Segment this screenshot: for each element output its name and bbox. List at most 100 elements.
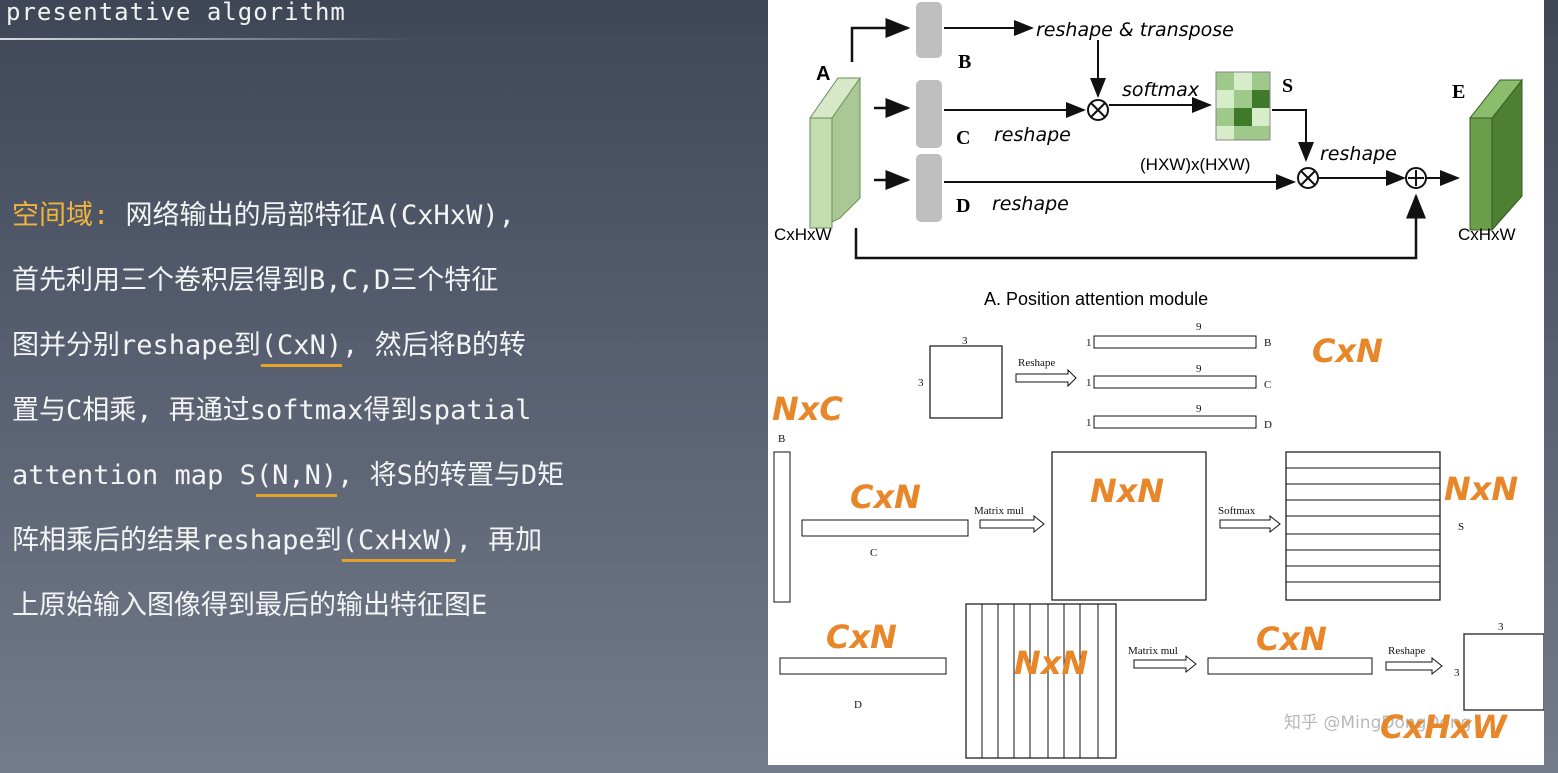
label-b-vertical: B — [778, 433, 785, 445]
num-9-c: 9 — [1196, 363, 1202, 375]
label-a: A — [816, 63, 830, 85]
feature-block-a — [809, 76, 861, 229]
watermark: 知乎 @MingDongDong — [1284, 713, 1471, 733]
arrow-s-to-mul — [1272, 109, 1314, 162]
handwritten-annotations: CxN NxC CxN NxN NxN CxN NxN CxN CxHxW — [772, 332, 1518, 746]
input-square — [929, 345, 1003, 419]
label-b: B — [958, 51, 971, 73]
dim-input: CxHxW — [774, 225, 832, 244]
pam-diagram: A CxHxW B C D reshape & transpose reshap… — [774, 2, 1524, 309]
add-op — [1405, 167, 1427, 189]
desc-line-5: attention map S(N,N), 将S的转置与D矩 — [12, 443, 712, 508]
annotation-cxn-out: CxN — [1256, 620, 1327, 658]
desc-line-3: 图并分别reshape到(CxN), 然后将B的转 — [12, 313, 712, 378]
caption-pam: A. Position attention module — [984, 289, 1208, 309]
conv-bar-d — [916, 154, 942, 222]
desc-line-5-pre: attention map S — [12, 460, 256, 491]
arrow-a-to-b — [850, 18, 911, 62]
num-3-out-left: 3 — [1454, 667, 1460, 679]
desc-line-6-pre: 阵相乘后的结果reshape到 — [12, 525, 342, 556]
annotation-nxn-mid: NxN — [1090, 472, 1164, 510]
label-b-right: B — [1264, 337, 1271, 349]
num-1-b: 1 — [1086, 337, 1092, 349]
attention-map-s — [1215, 71, 1271, 141]
desc-line-7: 上原始输入图像得到最后的输出特征图E — [12, 590, 488, 621]
desc-line-2: 首先利用三个卷积层得到B,C,D三个特征 — [12, 265, 499, 296]
output-square — [1463, 633, 1544, 711]
nxn-matrix — [1051, 451, 1207, 601]
label-c-row: C — [870, 547, 877, 559]
multiply-op-1 — [1087, 99, 1109, 121]
figure-svg: A CxHxW B C D reshape & transpose reshap… — [772, 2, 1544, 759]
label-d: D — [956, 195, 970, 217]
slide-title: presentative algorithm — [6, 0, 346, 26]
annotation-cxhxw-out: CxHxW — [1380, 708, 1509, 746]
label-reshape-transpose: reshape & transpose — [1036, 19, 1234, 41]
annotation-nxc: NxC — [772, 390, 843, 428]
row-bar-out — [1207, 657, 1373, 675]
feature-block-e — [1468, 78, 1524, 232]
label-reshape-c: reshape — [994, 124, 1071, 146]
arrow-residual — [854, 193, 1426, 260]
label-s-bottom: S — [1458, 521, 1464, 533]
num-9-b: 9 — [1196, 321, 1202, 333]
num-9-d: 9 — [1196, 403, 1202, 415]
hollow-arrow-3 — [1219, 514, 1281, 534]
matrix-diagram: 3 3 Reshape 9 9 9 1 1 1 B C D B C — [773, 321, 1544, 759]
multiply-op-2 — [1297, 167, 1319, 189]
underline-cxn: (CxN) — [260, 330, 343, 361]
dim-output: CxHxW — [1458, 225, 1516, 244]
s-transposed-columns — [965, 603, 1117, 759]
label-d-right: D — [1264, 419, 1272, 431]
label-reshape-d: reshape — [992, 193, 1069, 215]
desc-line-3-post: , 然后将B的转 — [342, 330, 526, 361]
column-bar-b — [773, 451, 791, 603]
desc-line-3-pre: 图并分别reshape到 — [12, 330, 261, 361]
annotation-nxn-s: NxN — [1444, 470, 1518, 508]
num-1-d: 1 — [1086, 417, 1092, 429]
attention-figure: A CxHxW B C D reshape & transpose reshap… — [768, 0, 1544, 765]
hollow-arrow-2 — [979, 514, 1045, 534]
s-matrix-rows — [1285, 451, 1441, 601]
desc-line-1-text: 网络输出的局部特征A(CxHxW), — [125, 200, 515, 231]
label-reshape-1: Reshape — [1018, 357, 1055, 369]
row-bar-b — [1093, 335, 1257, 349]
desc-line-6: 阵相乘后的结果reshape到(CxHxW), 再加 — [12, 508, 712, 573]
desc-line-5-post: , 将S的转置与D矩 — [337, 460, 565, 491]
underline-cxhxw: (CxHxW) — [341, 525, 456, 556]
label-c-right: C — [1264, 379, 1271, 391]
num-3-top: 3 — [962, 335, 968, 347]
num-3-left: 3 — [918, 377, 924, 389]
annotation-cxn-top: CxN — [1312, 332, 1383, 370]
conv-bar-b — [916, 2, 942, 58]
label-d-row: D — [854, 699, 862, 711]
description-text: 空间域: 网络输出的局部特征A(CxHxW), 首先利用三个卷积层得到B,C,D… — [12, 183, 712, 638]
num-1-c: 1 — [1086, 377, 1092, 389]
label-softmax-bottom: Softmax — [1218, 505, 1256, 517]
row-bar-d — [1093, 415, 1257, 429]
label-e: E — [1452, 81, 1465, 103]
underline-nn: (N,N) — [255, 460, 338, 491]
label-hw-hw: (HXW)x(HXW) — [1140, 155, 1250, 174]
title-divider — [0, 38, 420, 40]
num-3-out-top: 3 — [1498, 621, 1504, 633]
hollow-arrow-1 — [1015, 368, 1077, 388]
hollow-arrow-5 — [1385, 656, 1443, 676]
desc-line-6-post: , 再加 — [455, 525, 543, 556]
label-matrix-mul-2: Matrix mul — [1128, 645, 1178, 657]
annotation-cxn-c: CxN — [850, 478, 921, 516]
label-matrix-mul-1: Matrix mul — [974, 505, 1024, 517]
label-s: S — [1282, 75, 1293, 97]
label-reshape-s: reshape — [1320, 143, 1397, 165]
row-bar-c — [1093, 375, 1257, 389]
desc-line-1: 空间域: 网络输出的局部特征A(CxHxW), — [12, 183, 712, 248]
annotation-nxn-bottom: NxN — [1014, 644, 1088, 682]
hollow-arrow-4 — [1133, 654, 1197, 674]
term-spatial-domain: 空间域: — [12, 200, 110, 231]
label-c: C — [956, 127, 970, 149]
label-reshape-2: Reshape — [1388, 645, 1425, 657]
conv-bar-c — [916, 80, 942, 148]
annotation-cxn-d: CxN — [826, 618, 897, 656]
row-bar-d-wide — [779, 657, 947, 675]
label-softmax-top: softmax — [1122, 79, 1200, 101]
